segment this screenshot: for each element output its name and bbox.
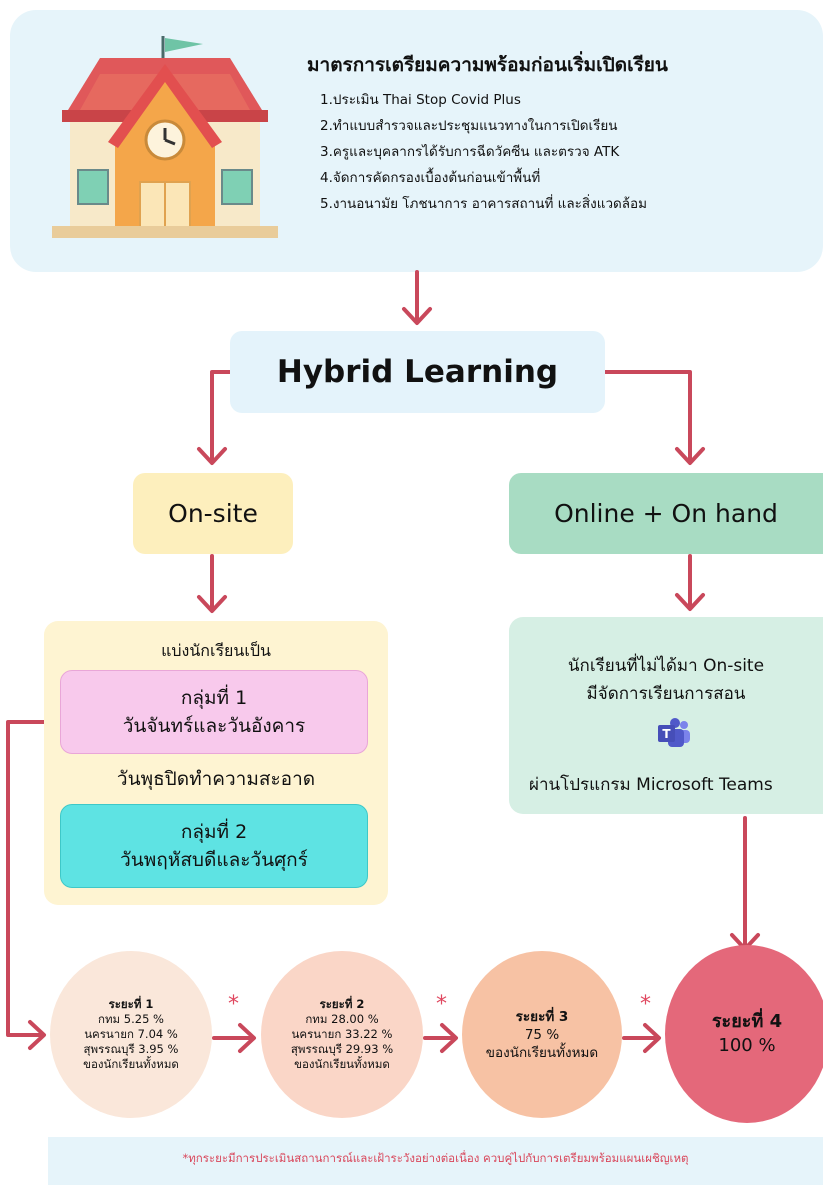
phase-2-of-all: ของนักเรียนทั้งหมด [294,1057,390,1071]
online-line-2: มีจัดการเรียนการสอน [586,684,746,704]
phase-1-nakhon-nayok: นครนายก 7.04 % [84,1027,178,1041]
phase-4-circle: ระยะที่ 4 100 % [665,945,823,1123]
phase-star: * [436,992,447,1017]
onsite-intro: แบ่งนักเรียนเป็น [161,641,271,660]
group-1-box: กลุ่มที่ 1 วันจันทร์และวันอังคาร [60,670,368,754]
microsoft-teams-icon: T [658,718,690,747]
phase-1-bangkok: กทม 5.25 % [98,1012,164,1026]
measure-item: 2.ทำแบบสำรวจและประชุมแนวทางในการเปิดเรีย… [320,118,618,134]
phase-2-bangkok: กทม 28.00 % [305,1012,379,1026]
arrow-icon [210,370,232,464]
phase-2-circle: ระยะที่ 2 กทม 28.00 % นครนายก 33.22 % สุ… [261,951,423,1118]
group-2-days: วันพฤหัสบดีและวันศุกร์ [120,849,308,871]
footnote-text: *ทุกระยะมีการประเมินสถานการณ์และเฝ้าระวั… [182,1151,689,1165]
phase-star: * [228,992,239,1017]
footnote-box: *ทุกระยะมีการประเมินสถานการณ์และเฝ้าระวั… [48,1137,823,1185]
phase-2-nakhon-nayok: นครนายก 33.22 % [291,1027,393,1041]
phase-1-of-all: ของนักเรียนทั้งหมด [83,1057,179,1071]
online-box: Online + On hand [509,473,823,554]
online-line-1: นักเรียนที่ไม่ได้มา On-site [567,656,765,676]
group-1-days: วันจันทร์และวันอังคาร [122,715,306,737]
wednesday-note: วันพุธปิดทำความสะอาด [116,768,316,790]
group-2-name: กลุ่มที่ 2 [180,821,248,843]
school-building-icon [52,36,278,238]
group-1-name: กลุ่มที่ 1 [180,687,248,709]
phase-1-title: ระยะที่ 1 [108,997,154,1011]
group-2-box: กลุ่มที่ 2 วันพฤหัสบดีและวันศุกร์ [60,804,368,888]
hybrid-learning-box: Hybrid Learning [230,331,605,413]
phase-2-title: ระยะที่ 2 [319,997,365,1011]
phase-3-circle: ระยะที่ 3 75 % ของนักเรียนทั้งหมด [462,951,622,1118]
clock-icon [144,119,186,161]
online-panel: นักเรียนที่ไม่ได้มา On-site มีจัดการเรีย… [509,617,823,814]
measures-title: มาตรการเตรียมความพร้อมก่อนเริ่มเปิดเรียน [307,54,668,76]
measure-item: 3.ครูและบุคลากรได้รับการฉีดวัคซีน และตรว… [320,144,620,160]
measure-item: 1.ประเมิน Thai Stop Covid Plus [320,92,521,108]
phase-3-title: ระยะที่ 3 [515,1008,569,1025]
phase-3-of-all: ของนักเรียนทั้งหมด [485,1044,599,1061]
hybrid-title: Hybrid Learning [276,354,559,390]
onsite-panel: แบ่งนักเรียนเป็น กลุ่มที่ 1 วันจันทร์และ… [44,621,388,905]
arrow-icon [603,370,692,464]
phase-star: * [640,992,651,1017]
phase-1-circle: ระยะที่ 1 กทม 5.25 % นครนายก 7.04 % สุพร… [50,951,212,1118]
phase-3-percent: 75 % [524,1026,560,1043]
phase-4-percent: 100 % [718,1035,776,1056]
phase-2-suphanburi: สุพรรณบุรี 29.93 % [290,1042,394,1056]
onsite-box: On-site [133,473,293,554]
measure-item: 4.จัดการคัดกรองเบื้องต้นก่อนเข้าพื้นที่ [320,170,541,186]
arrow-icon [6,720,46,1037]
online-line-3: ผ่านโปรแกรม Microsoft Teams [529,775,773,795]
phase-4-title: ระยะที่ 4 [711,1011,783,1032]
svg-text:T: T [662,727,671,741]
measure-item: 5.งานอนามัย โภชนาการ อาคารสถานที่ และสิ่… [320,196,648,212]
phase-1-suphanburi: สุพรรณบุรี 3.95 % [83,1042,179,1056]
